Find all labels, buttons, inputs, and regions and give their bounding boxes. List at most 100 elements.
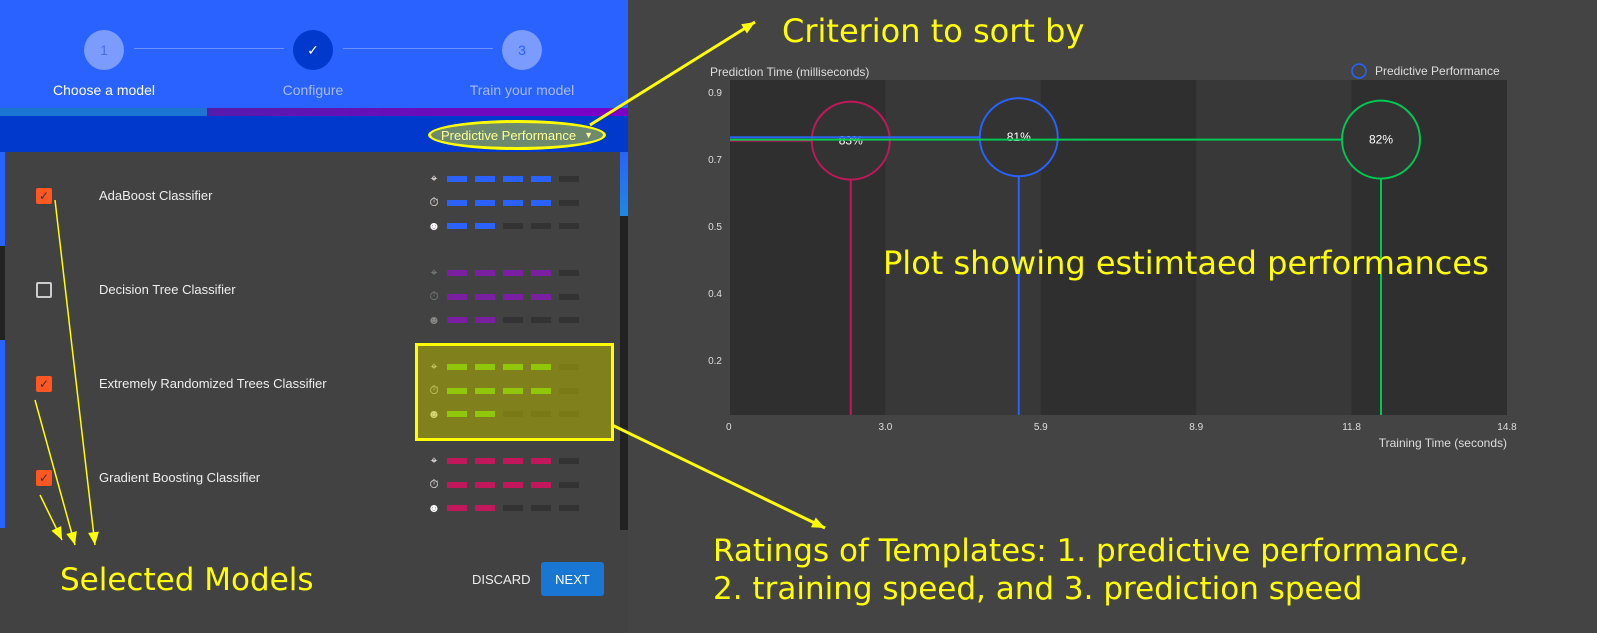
annotation-ratings-2: 2. training speed, and 3. prediction spe…: [713, 571, 1363, 607]
model-checkbox[interactable]: ✓: [36, 470, 52, 486]
model-checkbox[interactable]: [36, 282, 52, 298]
x-tick-label: 14.8: [1497, 422, 1517, 433]
rating-segment: [447, 223, 467, 229]
next-button[interactable]: NEXT: [541, 562, 604, 596]
stopwatch-icon: ⏱: [429, 477, 439, 491]
x-tick-label: 11.8: [1342, 422, 1361, 433]
rating-segment: [475, 481, 495, 488]
annotation-sort: Criterion to sort by: [782, 12, 1085, 50]
target-icon: ⌖: [430, 171, 438, 185]
rating-row: ⏱: [427, 477, 587, 492]
rating-segment: [559, 481, 579, 488]
check-icon: ✓: [293, 30, 333, 70]
arrowhead-icon: [51, 526, 62, 540]
annotation-plot: Plot showing estimtaed performances: [883, 244, 1489, 282]
y-axis-label: Prediction Time (milliseconds): [710, 65, 869, 79]
step-connector: [343, 48, 493, 49]
step-configure[interactable]: ✓Configure: [238, 30, 388, 98]
rating-segment: [447, 199, 467, 206]
rating-segment: [559, 293, 579, 300]
model-row[interactable]: Decision Tree Classifier ⌖ ⏱ ☻: [0, 246, 620, 340]
rating-segment: [531, 457, 551, 464]
head-icon: ☻: [427, 313, 441, 327]
data-label: 83%: [839, 134, 863, 148]
stopwatch-icon: ⏱: [429, 195, 439, 209]
rating-row: ⏱: [427, 289, 587, 304]
rating-segment: [559, 505, 579, 511]
target-icon: ⌖: [430, 265, 438, 279]
data-point[interactable]: [1341, 99, 1421, 180]
rating-segment: [531, 223, 551, 229]
model-name: Decision Tree Classifier: [99, 282, 236, 297]
rating-segment: [475, 175, 495, 182]
rating-row: ☻: [427, 313, 587, 327]
legend-marker: [1351, 63, 1367, 79]
model-checkbox[interactable]: ✓: [36, 376, 52, 392]
sort-selected-label: Predictive Performance: [440, 127, 577, 143]
rating-segment: [475, 223, 495, 229]
step-number: 3: [502, 30, 542, 70]
rating-segment: [531, 199, 551, 206]
rating-segment: [503, 505, 523, 511]
x-axis-label: Training Time (seconds): [1379, 436, 1507, 450]
rating-segment: [475, 457, 495, 464]
dropdown-arrow-icon: ▼: [584, 130, 594, 140]
annotation-ratings-1: Ratings of Templates: 1. predictive perf…: [713, 533, 1469, 569]
data-point[interactable]: [978, 97, 1059, 178]
rating-segment: [503, 223, 523, 229]
rating-segment: [475, 317, 495, 323]
selection-indicator: [0, 434, 5, 528]
step-connector: [134, 48, 284, 49]
progress-bar: [0, 108, 628, 116]
rating-segment: [531, 481, 551, 488]
stopwatch-icon: ⏱: [429, 289, 439, 303]
rating-segment: [531, 505, 551, 511]
rating-row: ⌖: [427, 171, 587, 186]
data-label: 82%: [1369, 133, 1393, 147]
sort-criterion-select[interactable]: Predictive Performance ▼: [428, 120, 606, 150]
scrollbar[interactable]: [620, 152, 628, 530]
discard-button[interactable]: DISCARD: [472, 572, 531, 587]
scrollbar-thumb[interactable]: [620, 152, 628, 216]
rating-row: ☻: [427, 501, 587, 515]
model-row[interactable]: ✓ AdaBoost Classifier⌖⏱☻: [0, 152, 620, 246]
arrowhead-icon: [811, 517, 825, 528]
rating-segment: [559, 223, 579, 229]
model-row[interactable]: ✓ Gradient Boosting Classifier⌖⏱☻: [0, 434, 620, 528]
rating-segment: [503, 457, 523, 464]
rating-segment: [447, 175, 467, 182]
rating-segment: [447, 317, 467, 323]
step-label: Choose a model: [53, 82, 155, 98]
annotation-arrow: [589, 20, 756, 127]
rating-segment: [447, 457, 467, 464]
rating-segment: [475, 269, 495, 276]
selection-indicator: [0, 152, 5, 246]
rating-segment: [559, 175, 579, 182]
annotation-selected: Selected Models: [60, 562, 314, 598]
model-checkbox[interactable]: ✓: [36, 188, 52, 204]
data-point[interactable]: [810, 100, 891, 181]
rating-segment: [447, 505, 467, 511]
rating-segment: [503, 199, 523, 206]
progress-fill: [0, 108, 208, 116]
rating-segment: [559, 269, 579, 276]
rating-segment: [447, 269, 467, 276]
rating-segment: [559, 457, 579, 464]
annotation-arrow: [611, 423, 826, 530]
annotation-arrow: [54, 199, 96, 546]
rating-row: ⌖: [427, 453, 587, 468]
rating-segment: [531, 269, 551, 276]
rating-segment: [475, 199, 495, 206]
annotation-arrow: [34, 399, 76, 546]
arrowhead-icon: [66, 531, 77, 545]
step-label: Train your model: [469, 82, 575, 98]
rating-segment: [531, 175, 551, 182]
y-tick-label: 0.4: [708, 289, 722, 300]
model-name: AdaBoost Classifier: [99, 188, 213, 203]
rating-segment: [531, 317, 551, 323]
selection-indicator: [0, 246, 5, 340]
